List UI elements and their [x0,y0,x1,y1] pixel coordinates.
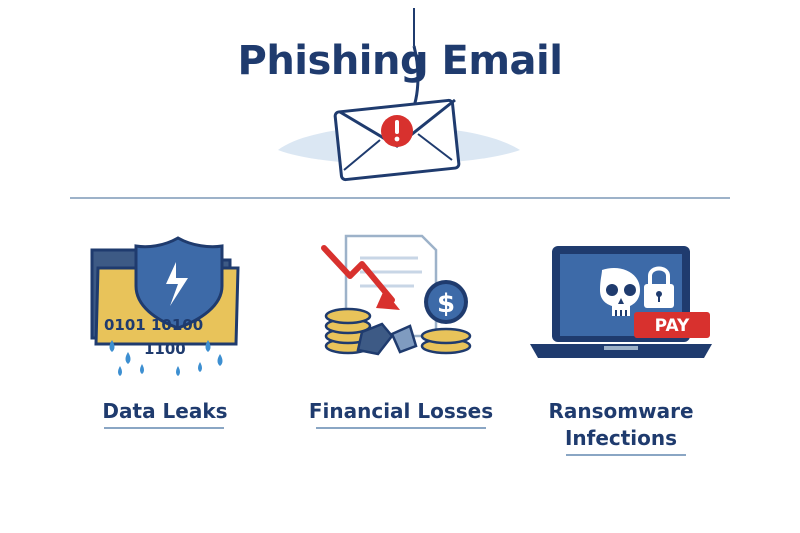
binary-text-2: 1100 [144,340,186,358]
falling-chart-coins-icon: $ [321,234,472,356]
label-financial-losses: Financial Losses [308,399,494,423]
panel-financial-losses: $ Financial Losses [296,228,506,468]
panel-data-leaks: 0101 10100 1100 Data Leaks [60,228,270,468]
label-ransomware-line2: Infections [564,426,678,450]
padlock-icon [644,266,674,308]
leaking-folder-shield-icon: 0101 10100 1100 [90,236,240,376]
water-drops-icon [109,340,223,376]
label-underline [104,427,224,429]
header-illustration [278,8,520,182]
label-data-leaks: Data Leaks [102,399,228,423]
alert-icon [381,115,413,147]
pay-badge: PAY [655,316,690,336]
section-divider [70,197,730,199]
locked-laptop-skull-icon: PAY [530,246,712,358]
label-underline [316,427,486,429]
label-underline [566,454,686,456]
panel-ransomware: PAY Ransomware Infections [516,228,726,468]
dollar-sign: $ [437,289,455,319]
page-title: Phishing Email [237,38,563,84]
skull-icon [600,268,640,316]
binary-text-1: 0101 10100 [104,316,203,334]
label-ransomware-line1: Ransomware [548,399,694,423]
